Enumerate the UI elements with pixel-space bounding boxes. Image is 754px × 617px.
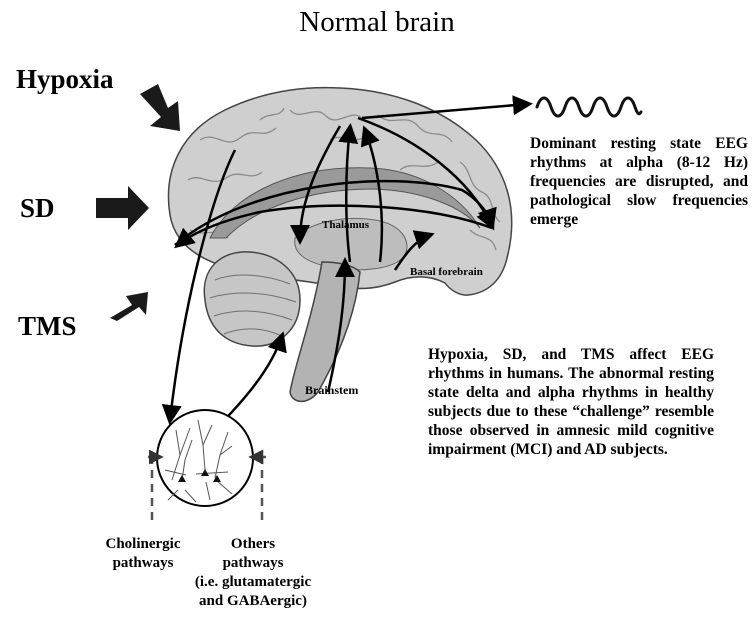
other-pathways-label: Others pathways (i.e. glutamatergic and … — [188, 535, 318, 611]
others-line-2: pathways — [188, 554, 318, 573]
thalamus-label: Thalamus — [322, 219, 369, 231]
hypoxia-arrow — [140, 84, 180, 131]
tms-arrow — [110, 292, 148, 321]
others-line-3: (i.e. glutamatergic — [188, 573, 318, 592]
eeg-description: Dominant resting state EEG rhythms at al… — [530, 134, 748, 229]
basal-forebrain-label: Basal forebrain — [410, 266, 483, 278]
summary-text: Hypoxia, SD, and TMS affect EEG rhythms … — [428, 345, 714, 459]
brainstem-label: Brainstem — [305, 383, 358, 398]
others-line-4: and GABAergic) — [188, 592, 318, 611]
neuron-circle — [157, 410, 253, 506]
eeg-wave — [537, 98, 641, 116]
others-line-1: Others — [188, 535, 318, 554]
sd-arrow — [96, 186, 149, 230]
